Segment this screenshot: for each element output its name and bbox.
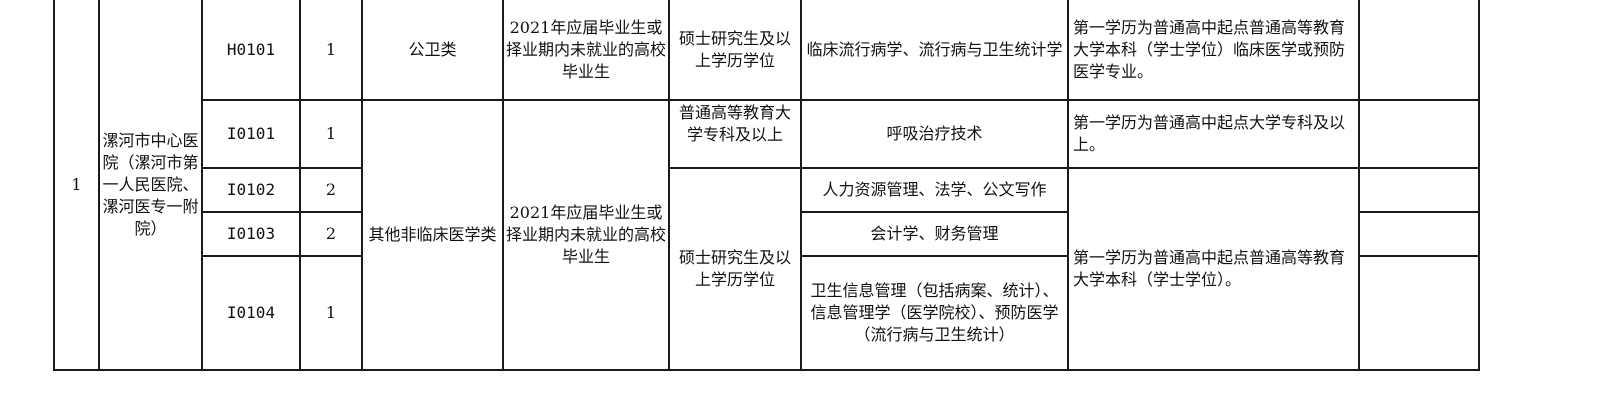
position-code-cell: H0101 (201, 0, 301, 101)
position-code-cell: I0104 (201, 255, 301, 371)
requirement-cell: 第一学历为普通高中起点普通高等教育大学本科（学士学位）。 (1067, 167, 1360, 371)
table-row: I0101 1 其他非临床医学类 2021年应届毕业生或择业期内未就业的高校毕业… (54, 99, 1480, 371)
headcount-cell: 1 (299, 255, 363, 371)
recruitment-table: 1 漯河市中心医院（漯河市第一人民医院、漯河医专一附院） H0101 1 公卫类… (53, 0, 1480, 371)
education-cell: 硕士研究生及以上学历学位 (668, 167, 802, 371)
major-cell: 临床流行病学、流行病与卫生统计学 (800, 0, 1069, 101)
table-row: I0104 1 卫生信息管理（包括病案、统计）、信息管理学（医学院校）、预防医学… (54, 255, 1480, 371)
position-code-cell: I0102 (201, 167, 301, 213)
position-category-cell: 公卫类 (361, 0, 504, 101)
position-code-cell: I0103 (201, 211, 301, 257)
notes-cell (1358, 255, 1480, 371)
requirement-cell: 第一学历为普通高中起点大学专科及以上。 (1067, 99, 1360, 169)
headcount-cell: 1 (299, 99, 363, 169)
employer-cell: 漯河市中心医院（漯河市第一人民医院、漯河医专一附院） (98, 0, 203, 371)
serial-number-cell: 1 (53, 0, 100, 371)
education-cell: 普通高等教育大学专科及以上 (668, 99, 802, 169)
headcount-cell: 1 (299, 0, 363, 101)
requirement-cell: 第一学历为普通高中起点普通高等教育大学本科（学士学位）临床医学或预防医学专业。 (1067, 0, 1360, 101)
headcount-cell: 2 (299, 167, 363, 213)
major-cell: 人力资源管理、法学、公文写作 (800, 167, 1069, 213)
major-cell: 卫生信息管理（包括病案、统计）、信息管理学（医学院校）、预防医学（流行病与卫生统… (800, 255, 1069, 371)
target-candidates-cell: 2021年应届毕业生或择业期内未就业的高校毕业生 (502, 0, 670, 101)
education-text: 普通高等教育大学专科及以上 (678, 103, 791, 144)
major-cell: 会计学、财务管理 (800, 211, 1069, 257)
education-cell: 硕士研究生及以上学历学位 (668, 0, 802, 101)
notes-cell (1358, 167, 1480, 213)
notes-cell (1358, 99, 1480, 169)
notes-cell (1358, 0, 1480, 101)
position-code-cell: I0101 (201, 99, 301, 169)
target-candidates-cell: 2021年应届毕业生或择业期内未就业的高校毕业生 (502, 99, 670, 371)
table-row: 1 漯河市中心医院（漯河市第一人民医院、漯河医专一附院） H0101 1 公卫类… (53, 0, 1480, 371)
notes-cell (1358, 211, 1480, 257)
table-row: I0102 2 硕士研究生及以上学历学位 人力资源管理、法学、公文写作 第一学历… (54, 167, 1480, 371)
table-row: I0103 2 会计学、财务管理 (54, 211, 1480, 257)
major-cell: 呼吸治疗技术 (800, 99, 1069, 169)
headcount-cell: 2 (299, 211, 363, 257)
position-category-cell: 其他非临床医学类 (361, 99, 504, 371)
